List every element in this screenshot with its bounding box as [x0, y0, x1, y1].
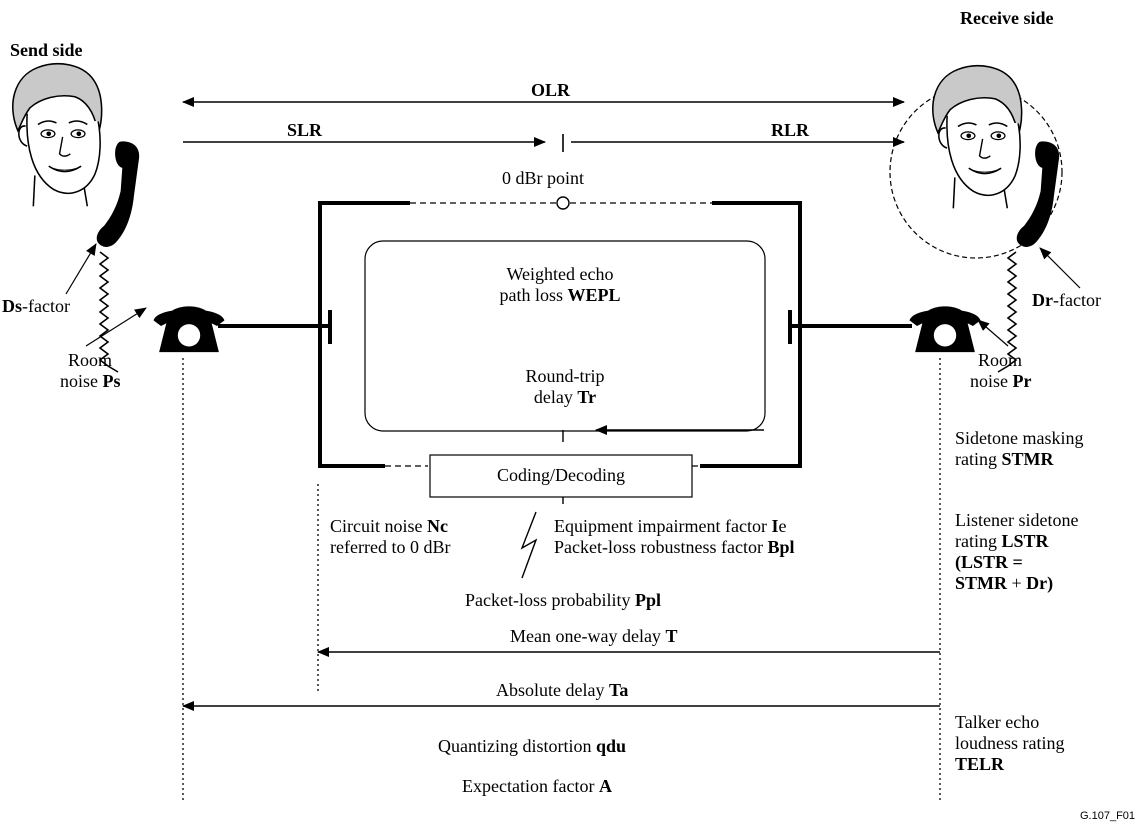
round-trip-delay-label: Round-trip delay Tr — [525, 366, 605, 407]
rlr-label: RLR — [771, 120, 810, 140]
olr-label: OLR — [531, 80, 571, 100]
coding-decoding-label: Coding/Decoding — [497, 465, 625, 485]
packet-loss-lightning-icon — [520, 511, 538, 579]
dr-factor-label: Dr-factor — [1032, 290, 1101, 310]
room-noise-send-pointer — [85, 307, 147, 347]
zero-dbr-point-marker — [556, 196, 570, 210]
packet-loss-probability-label: Packet-loss probability Ppl — [465, 590, 661, 610]
send-telephone-icon — [153, 306, 225, 353]
dr-factor-pointer — [1039, 247, 1081, 289]
expectation-factor-label: Expectation factor A — [462, 776, 612, 796]
receive-side-person-illustration — [931, 64, 1060, 247]
zero-dbr-point-label: 0 dBr point — [502, 168, 585, 188]
send-side-person-illustration — [11, 62, 140, 247]
wepl-label: Weighted echo path loss WEPL — [499, 264, 621, 305]
receive-side-label: Receive side — [960, 8, 1054, 28]
lstr-label: Listener sidetone rating LSTR (LSTR = ST… — [955, 510, 1079, 593]
send-phone-cord — [98, 251, 119, 373]
figure-id: G.107_F01 — [1080, 810, 1136, 822]
send-side-label: Send side — [10, 40, 83, 60]
slr-label: SLR — [287, 120, 323, 140]
echo-loop-path — [364, 240, 766, 432]
mean-one-way-delay-label: Mean one-way delay T — [510, 626, 678, 646]
quantizing-distortion-label: Quantizing distortion qdu — [438, 736, 627, 756]
connection-path-outline — [318, 201, 802, 468]
room-noise-receive-pointer — [977, 319, 1009, 347]
equipment-impairment-label: Equipment impairment factor Ie Packet-lo… — [554, 516, 795, 557]
ds-factor-pointer — [65, 243, 97, 295]
room-noise-receive-label: Room noise Pr — [970, 350, 1032, 391]
room-noise-send-label: Room noise Ps — [60, 350, 121, 391]
receive-phone-cord — [997, 251, 1018, 373]
stmr-label: Sidetone masking rating STMR — [955, 428, 1084, 469]
ds-factor-label: Ds-factor — [2, 296, 70, 316]
absolute-delay-label: Absolute delay Ta — [496, 680, 629, 700]
telr-label: Talker echo loudness rating TELR — [955, 712, 1065, 774]
receive-telephone-icon — [909, 306, 981, 353]
circuit-noise-label: Circuit noise Nc referred to 0 dBr — [330, 516, 451, 557]
coding-decoding-box — [429, 454, 693, 498]
